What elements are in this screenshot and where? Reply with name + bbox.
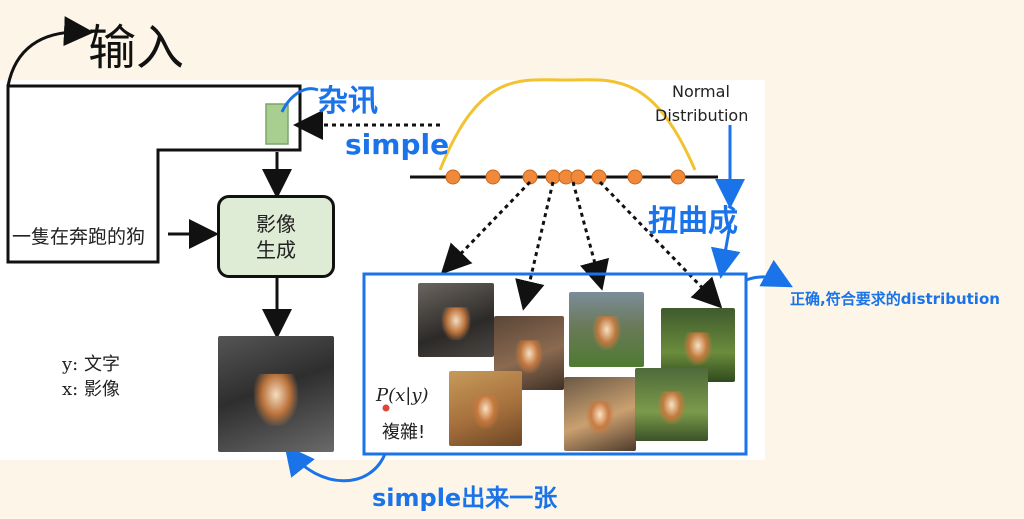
sample-dot [485, 169, 501, 185]
sample-dot [545, 169, 561, 185]
generator-label-line2: 生成 [256, 237, 296, 262]
generated-dog-image [218, 336, 334, 452]
noise-annotation: 杂讯 [318, 84, 378, 119]
mapping-arrow [598, 180, 723, 309]
input-curve-arrow [6, 16, 94, 87]
input-annotation: 输入 [88, 20, 185, 76]
sample-dot [670, 169, 686, 185]
noise-pointer-stroke [280, 87, 319, 113]
generator-label-line1: 影像 [256, 211, 296, 236]
image-generator-box: 影像 生成 [217, 195, 335, 278]
dog-sample-image [635, 368, 708, 441]
distort-annotation: 扭曲成 [648, 204, 738, 239]
legend-x: x: 影像 [62, 379, 120, 400]
prompt-text: 一隻在奔跑的狗 [12, 226, 146, 248]
mapping-arrow [440, 180, 532, 275]
normal-curve [438, 78, 697, 171]
pen-dot [382, 404, 390, 412]
correct-arrow [745, 259, 793, 288]
sample-out-arrow [284, 444, 387, 483]
mapping-arrow [571, 181, 610, 291]
correct-distribution-annotation: 正确,符合要求的distribution [790, 290, 1000, 308]
sample-dot [522, 169, 538, 185]
sample-dot [591, 169, 607, 185]
dog-sample-image [569, 292, 644, 367]
distort-arrow-down [710, 224, 741, 279]
normal-distribution-label-1: Normal [672, 82, 730, 101]
mapping-arrow [515, 181, 555, 311]
legend-y: y: 文字 [62, 354, 120, 375]
sample-dot [445, 169, 461, 185]
dog-sample-image [564, 377, 636, 451]
noise-vector [265, 103, 289, 145]
sample-dot [627, 169, 643, 185]
sample-annotation: simple [345, 128, 450, 161]
dog-sample-image [418, 283, 494, 357]
conditional-probability: P(x|y) [376, 385, 429, 406]
sample-dot [570, 169, 586, 185]
normal-distribution-label-2: Distribution [655, 106, 749, 125]
distribution-box [362, 272, 748, 456]
sample-out-annotation: simple出来一张 [372, 484, 558, 512]
complex-label: 複雜! [382, 422, 426, 443]
input-outline [6, 84, 302, 264]
dog-sample-image [449, 371, 522, 446]
